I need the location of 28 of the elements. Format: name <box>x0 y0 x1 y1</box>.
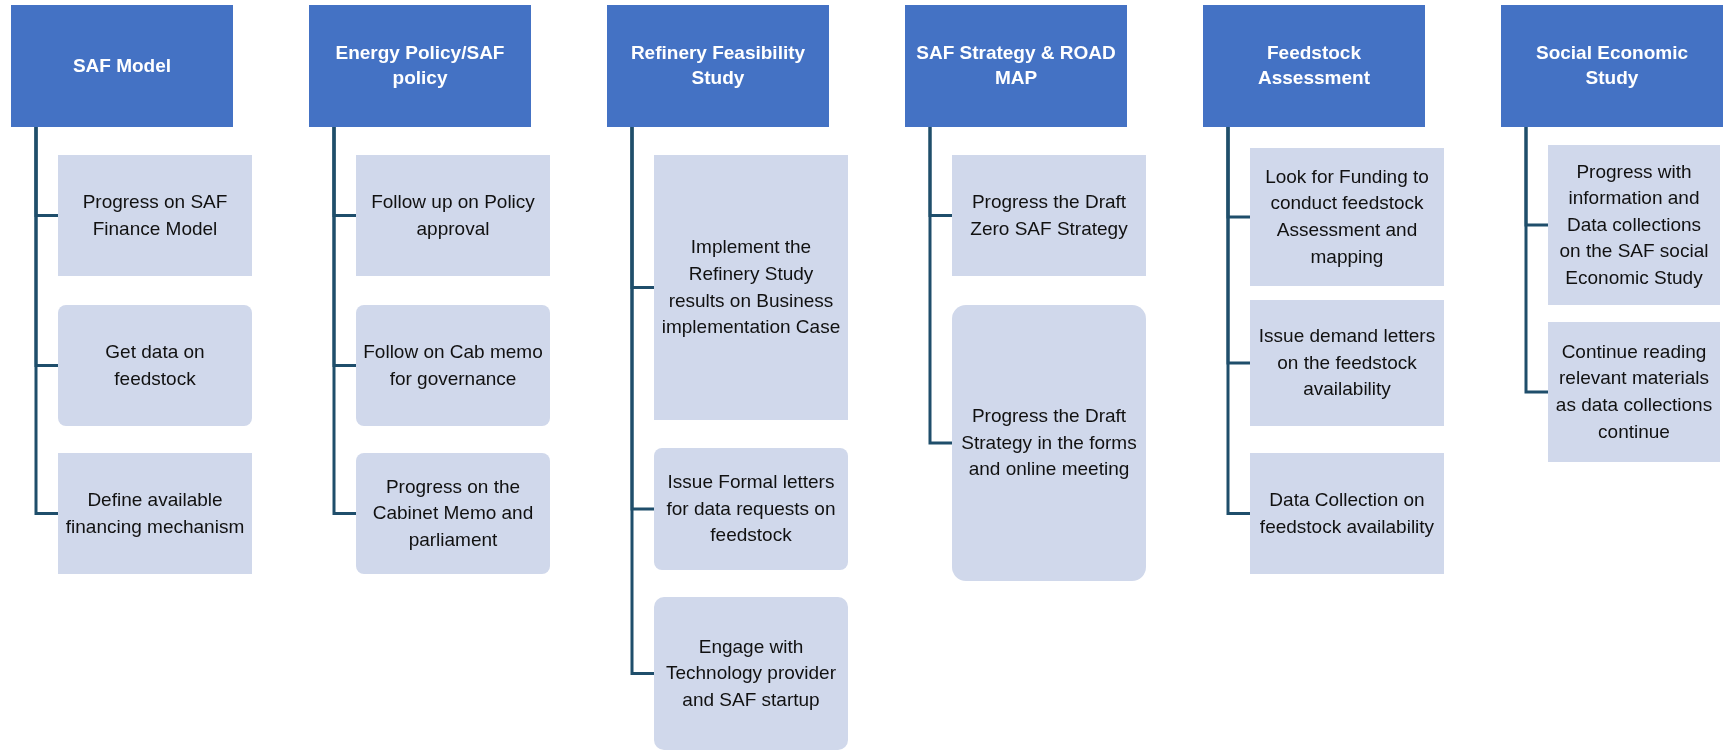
connector-line <box>34 127 58 515</box>
task-box: Issue Formal letters for data requests on feedstock <box>654 448 848 570</box>
category-header: Energy Policy/SAF policy <box>309 5 531 127</box>
task-box: Progress the Draft Strategy in the forms and online meeting <box>952 305 1146 581</box>
category-header: Refinery Feasibility Study <box>607 5 829 127</box>
task-box: Progress the Draft Zero SAF Strategy <box>952 155 1146 276</box>
task-box: Progress on the Cabinet Memo and parliament <box>356 453 550 574</box>
task-box: Get data on feedstock <box>58 305 252 426</box>
task-box: Engage with Technology provider and SAF startup <box>654 597 848 750</box>
task-box: Continue reading relevant materials as data collections continue <box>1548 322 1720 462</box>
category-header: SAF Model <box>11 5 233 127</box>
task-box: Progress with information and Data collections on the SAF social Economic Study <box>1548 145 1720 305</box>
task-box: Issue demand letters on the feedstock availability <box>1250 300 1444 426</box>
task-box: Define available financing mechanism <box>58 453 252 574</box>
task-box: Implement the Refinery Study results on Business implementation Case <box>654 155 848 420</box>
category-header: Social Economic Study <box>1501 5 1723 127</box>
category-header: Feedstock Assessment <box>1203 5 1425 127</box>
connector-line <box>928 127 952 445</box>
task-box: Progress on SAF Finance Model <box>58 155 252 276</box>
category-header: SAF Strategy & ROAD MAP <box>905 5 1127 127</box>
connector-line <box>630 127 654 675</box>
connector-line <box>1226 127 1250 515</box>
task-box: Data Collection on feedstock availability <box>1250 453 1444 574</box>
connector-line <box>332 127 356 515</box>
connector-line <box>1524 127 1548 394</box>
task-box: Look for Funding to conduct feedstock Assessment and mapping <box>1250 148 1444 286</box>
task-box: Follow up on Policy approval <box>356 155 550 276</box>
task-box: Follow on Cab memo for governance <box>356 305 550 426</box>
